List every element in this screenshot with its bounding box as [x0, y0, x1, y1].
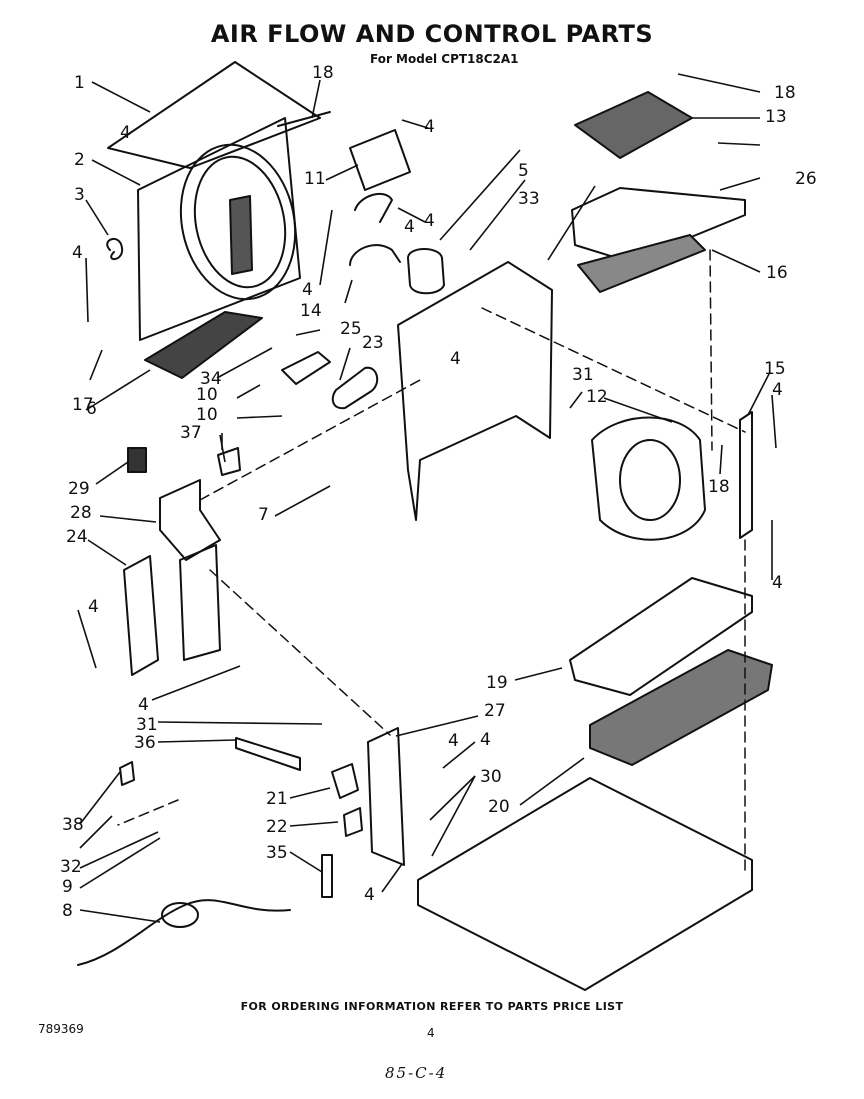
part-motor: [407, 248, 445, 295]
part-drain-pan: [569, 577, 753, 696]
part-rod: [277, 111, 331, 127]
callout-label-27: 27: [484, 701, 506, 721]
callout-label-4: 4: [120, 123, 131, 143]
callout-label-4: 4: [448, 731, 459, 751]
callout-label-4: 4: [404, 217, 415, 237]
callout-label-5: 5: [518, 161, 529, 181]
callout-label-18: 18: [774, 83, 796, 103]
callout-label-20: 20: [488, 797, 510, 817]
callout-label-15: 15: [764, 359, 786, 379]
callout-label-4: 4: [772, 380, 783, 400]
callout-label-34: 34: [200, 369, 222, 389]
callout-label-21: 21: [266, 789, 288, 809]
part-foam-17: [577, 234, 706, 293]
callout-label-4: 4: [772, 573, 783, 593]
callout-label-17: 17: [72, 395, 94, 415]
part-22: [331, 763, 359, 799]
part-30: [127, 447, 147, 473]
part-spring: [106, 237, 124, 260]
part-23: [343, 807, 363, 837]
part-foam-strip: [144, 311, 263, 379]
callout-label-22: 22: [266, 817, 288, 837]
callout-label-19: 19: [486, 673, 508, 693]
callout-label-14: 14: [300, 301, 322, 321]
callout-label-25: 25: [340, 319, 362, 339]
callout-label-38: 38: [62, 815, 84, 835]
callout-label-33: 33: [518, 189, 540, 209]
document-number: 789369: [38, 1022, 84, 1036]
callout-label-24: 24: [66, 527, 88, 547]
part-switch-block: [281, 351, 331, 385]
callout-label-1: 1: [74, 73, 85, 93]
part-39: [119, 761, 135, 786]
callout-label-4: 4: [302, 280, 313, 300]
callout-label-4: 4: [72, 243, 83, 263]
callout-label-12: 12: [586, 387, 608, 407]
callout-label-11: 11: [304, 169, 326, 189]
part-foam-pad-21: [589, 649, 773, 766]
part-36: [321, 854, 333, 898]
callout-label-29: 29: [68, 479, 90, 499]
model-subtitle: For Model CPT18C2A1: [370, 52, 519, 66]
page-number: 4: [427, 1026, 435, 1040]
part-front-panel: [137, 117, 301, 341]
part-panel-28: [367, 727, 405, 866]
part-blower-housing: [591, 416, 706, 541]
callout-label-13: 13: [765, 107, 787, 127]
part-base-pan: [417, 777, 753, 991]
callout-label-9: 9: [62, 877, 73, 897]
callout-label-37: 37: [180, 423, 202, 443]
callout-label-18: 18: [708, 477, 730, 497]
part-clamp-15: [349, 244, 401, 266]
callout-label-31: 31: [572, 365, 594, 385]
callout-label-4: 4: [88, 597, 99, 617]
part-bulkhead: [397, 261, 553, 521]
part-bracket-12: [349, 129, 411, 191]
callout-label-28: 28: [70, 503, 92, 523]
callout-label-18: 18: [312, 63, 334, 83]
part-air-ring: [179, 143, 297, 301]
part-panel-25: [123, 555, 159, 676]
callout-label-31: 31: [136, 715, 158, 735]
part-filter-14: [574, 91, 693, 159]
part-clamp-5: [354, 192, 393, 223]
callout-label-2: 2: [74, 150, 85, 170]
part-capacitor: [331, 366, 379, 410]
callout-label-4: 4: [450, 349, 461, 369]
callout-label-36: 36: [134, 733, 156, 753]
callout-label-16: 16: [766, 263, 788, 283]
callout-label-4: 4: [424, 211, 435, 231]
callout-label-10: 10: [196, 405, 218, 425]
callout-label-23: 23: [362, 333, 384, 353]
part-power-cord: [77, 899, 291, 966]
part-plate-27: [571, 187, 746, 263]
part-38: [217, 447, 241, 476]
callout-label-10: 10: [196, 385, 218, 405]
callout-label-6: 6: [86, 399, 97, 419]
callout-label-26: 26: [795, 169, 817, 189]
callout-label-7: 7: [258, 505, 269, 525]
part-top-cover: [107, 61, 321, 169]
callout-label-4: 4: [138, 695, 149, 715]
callout-label-32: 32: [60, 857, 82, 877]
callout-label-4: 4: [364, 885, 375, 905]
handwritten-note: 85-C-4: [385, 1064, 448, 1082]
callout-label-3: 3: [74, 185, 85, 205]
callout-label-8: 8: [62, 901, 73, 921]
page-title: AIR FLOW AND CONTROL PARTS: [210, 20, 654, 48]
part-panel-25b: [179, 544, 221, 661]
callout-label-4: 4: [480, 730, 491, 750]
callout-label-35: 35: [266, 843, 288, 863]
callout-label-30: 30: [480, 767, 502, 787]
ordering-footer: FOR ORDERING INFORMATION REFER TO PARTS …: [240, 1000, 624, 1013]
callout-label-4: 4: [424, 117, 435, 137]
part-thermostat: [235, 737, 301, 771]
part-panel-29: [159, 479, 221, 561]
